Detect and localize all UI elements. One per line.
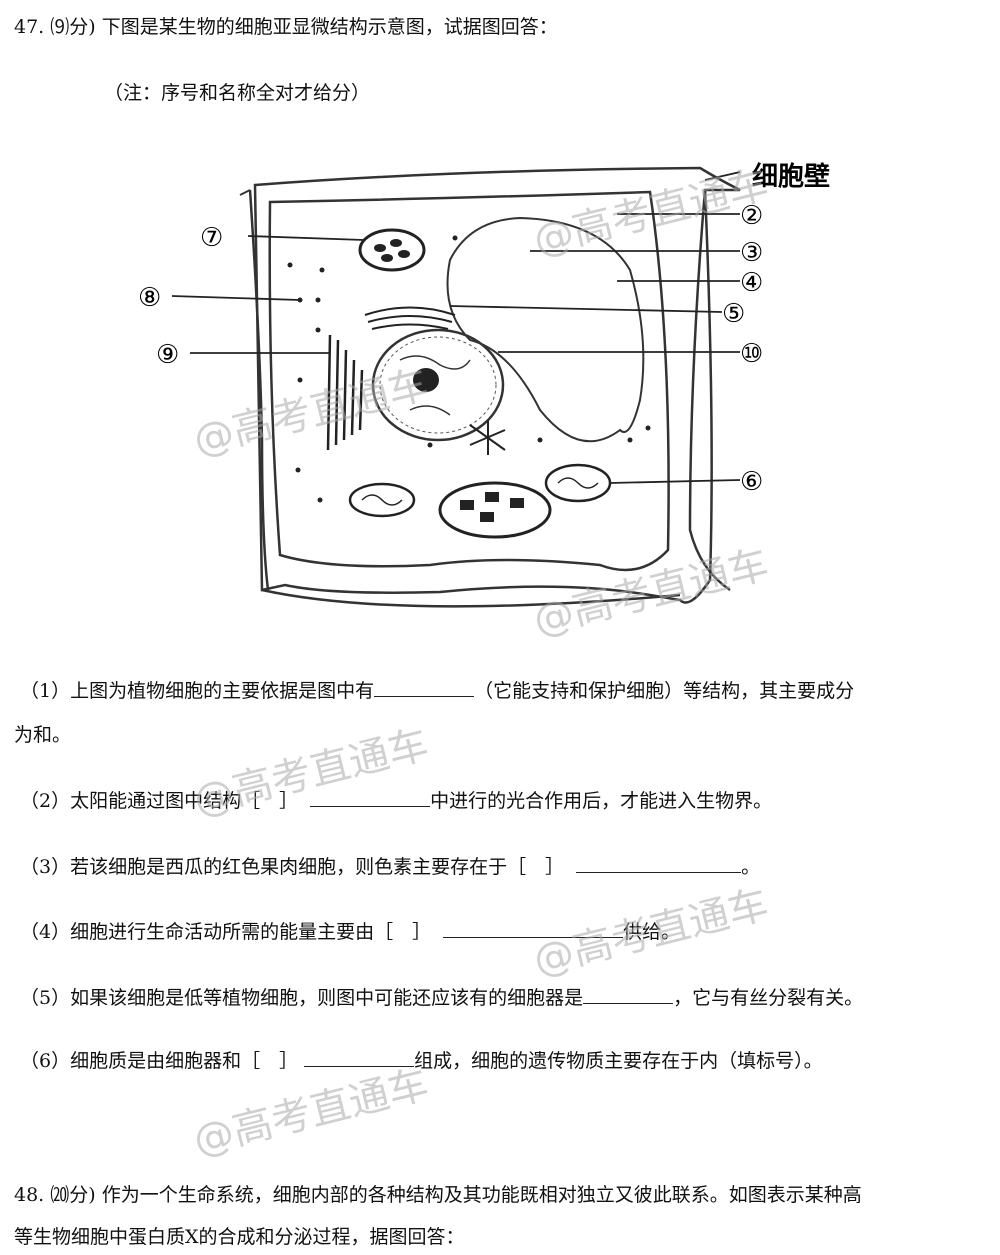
chloroplast-top	[358, 228, 426, 272]
label-4: ④	[740, 268, 763, 298]
cell-diagram: ⑦ ⑧ ⑨ ② ③ ④ ⑤ ⑩ ⑥ 细胞壁	[138, 161, 830, 608]
question-5-part-a: （5）如果该细胞是低等植物细胞，则图中可能还应该有的细胞器是	[20, 987, 584, 1009]
label-3: ③	[740, 238, 763, 268]
label-6: ⑥	[740, 467, 763, 497]
question-48-line1: 48. ⒇分) 作为一个生命系统，细胞内部的各种结构及其功能既相对独立又彼此联系…	[14, 1184, 862, 1206]
cell-wall-label: 细胞壁	[752, 161, 830, 192]
answer-blank-2[interactable]	[310, 788, 431, 807]
label-8: ⑧	[138, 283, 161, 313]
question-3-part-b: 。	[741, 856, 761, 878]
question-3: （3）若该细胞是西瓜的红色果肉细胞，则色素主要存在于［ ］ 。	[20, 852, 760, 879]
question-6-part-a: （6）细胞质是由细胞器和［ ］	[20, 1050, 299, 1072]
answer-blank-6[interactable]	[304, 1048, 415, 1067]
question-4-part-b: 供给。	[623, 921, 681, 943]
nucleus	[371, 328, 505, 442]
cell-wall-outer	[253, 166, 741, 604]
label-9: ⑨	[156, 340, 179, 370]
question-1-line2: 为和。	[14, 724, 72, 746]
question-5: （5）如果该细胞是低等植物细胞，则图中可能还应该有的细胞器是 ，它与有丝分裂有关。	[20, 983, 863, 1010]
answer-blank-3[interactable]	[576, 854, 742, 873]
question-5-part-b: ，它与有丝分裂有关。	[673, 987, 864, 1009]
star-structure	[469, 420, 506, 455]
label-2: ②	[740, 201, 763, 231]
question-1-part-a: （1）上图为植物细胞的主要依据是图中有	[20, 680, 375, 702]
question-47-note: （注：序号和名称全对才给分）	[104, 82, 371, 104]
question-2-part-a: （2）太阳能通过图中结构［ ］	[20, 790, 299, 812]
question-6-part-b: 组成，细胞的遗传物质主要存在于内（填标号）。	[414, 1050, 823, 1072]
chloroplast-bottom	[438, 481, 552, 539]
label-7: ⑦	[200, 223, 223, 253]
question-6: （6）细胞质是由细胞器和［ ］ 组成，细胞的遗传物质主要存在于内（填标号）。	[20, 1046, 823, 1073]
endoplasmic-reticulum	[326, 334, 364, 451]
question-3-part-a: （3）若该细胞是西瓜的红色果肉细胞，则色素主要存在于［ ］	[20, 856, 565, 878]
cell-membrane	[268, 190, 670, 572]
question-48-line2: 等生物细胞中蛋白质X的合成和分泌过程，据图回答：	[14, 1226, 465, 1248]
question-1-line1: （1）上图为植物细胞的主要依据是图中有 （它能支持和保护细胞）等结构，其主要成分	[20, 676, 854, 703]
answer-blank-5[interactable]	[583, 985, 674, 1004]
label-5: ⑤	[722, 299, 745, 329]
label-10: ⑩	[740, 339, 763, 369]
ribosomes	[287, 235, 651, 503]
question-4: （4）细胞进行生命活动所需的能量主要由［ ］ 供给。	[20, 917, 680, 944]
mitochondrion-bottom	[348, 482, 416, 518]
answer-blank-4[interactable]	[443, 919, 624, 938]
question-1-part-b: （它能支持和保护细胞）等结构，其主要成分	[474, 680, 855, 702]
question-2: （2）太阳能通过图中结构［ ］ 中进行的光合作用后，才能进入生物界。	[20, 786, 772, 813]
question-4-part-a: （4）细胞进行生命活动所需的能量主要由［ ］	[20, 921, 432, 943]
golgi	[364, 306, 456, 330]
answer-blank-1[interactable]	[374, 678, 475, 697]
question-2-part-b: 中进行的光合作用后，才能进入生物界。	[430, 790, 773, 812]
question-47-header: 47. ⑼分) 下图是某生物的细胞亚显微结构示意图，试据图回答：	[14, 16, 558, 38]
nucleolus	[413, 368, 439, 392]
